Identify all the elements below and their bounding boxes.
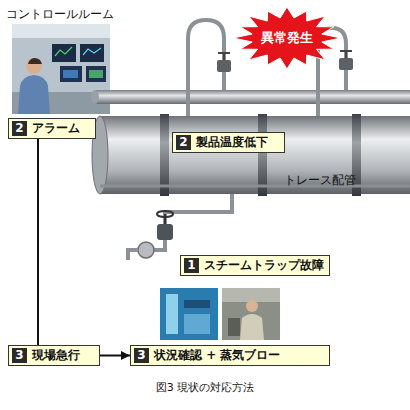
valve-stem xyxy=(345,51,347,58)
trace-tube xyxy=(165,194,232,224)
flow-connector xyxy=(37,139,39,345)
steam-trap xyxy=(138,242,154,258)
step-box: 1 スチームトラップ故障 xyxy=(180,255,330,276)
step-box: 2 アラーム xyxy=(8,118,96,139)
field-equipment xyxy=(184,300,210,308)
flow-connector xyxy=(100,355,130,357)
steam-tube xyxy=(344,70,348,90)
pipe-clamp xyxy=(258,114,267,196)
field-photo xyxy=(222,288,280,340)
operator-head xyxy=(26,58,42,74)
starburst-shape xyxy=(233,7,341,69)
valve xyxy=(339,58,353,70)
step-text: 状況確認 + 蒸気ブロー xyxy=(154,347,280,364)
ceiling xyxy=(12,24,110,38)
step-number: 3 xyxy=(134,348,149,363)
step-box: 3 現場急行 xyxy=(8,345,100,366)
product-pipe xyxy=(100,116,410,194)
field-equipment xyxy=(228,318,240,336)
step-text: スチームトラップ故障 xyxy=(204,257,324,274)
drain-tube xyxy=(128,250,138,260)
step-number: 2 xyxy=(176,135,191,150)
valve xyxy=(217,60,231,72)
field-equipment xyxy=(166,294,178,334)
trace-tube xyxy=(154,240,165,250)
steam-tube xyxy=(222,72,226,90)
screen-panel xyxy=(63,70,78,78)
operator-body xyxy=(18,75,50,114)
step-number: 3 xyxy=(12,348,27,363)
screen-trend xyxy=(83,48,101,55)
part-label: トレース配管 xyxy=(284,172,356,189)
worker-head xyxy=(246,300,258,312)
step-box: 2 製品温度低下 xyxy=(172,132,285,153)
valve-stem xyxy=(223,53,225,60)
valve-handle xyxy=(340,50,352,52)
monitor xyxy=(86,66,106,82)
figure-caption: 図3 現状の対応方法 xyxy=(0,380,410,395)
upper-pipe xyxy=(95,90,410,104)
valve-handwheel xyxy=(157,211,173,217)
step-text: 製品温度低下 xyxy=(196,134,268,151)
operator-hair xyxy=(28,58,42,64)
monitor xyxy=(52,44,76,62)
field-equipment xyxy=(184,314,210,334)
worker-body xyxy=(240,314,264,340)
step-number: 1 xyxy=(184,258,199,273)
step-box: 3 状況確認 + 蒸気ブロー xyxy=(130,345,330,366)
step-text: アラーム xyxy=(32,120,80,137)
screen-panel xyxy=(89,70,103,78)
trace-tube xyxy=(100,185,410,188)
control-room-photo xyxy=(12,24,110,114)
monitor xyxy=(60,66,82,82)
monitor xyxy=(80,44,104,62)
valve-handle xyxy=(218,52,230,54)
field-photo xyxy=(160,288,218,340)
upper-pipe-end xyxy=(91,90,99,104)
valve xyxy=(157,224,173,240)
field-background xyxy=(222,288,280,302)
part-label: コントロールルーム xyxy=(6,6,114,23)
step-number: 2 xyxy=(12,121,27,136)
pipe-clamp xyxy=(160,114,169,196)
alert-text: 異常発生 xyxy=(232,6,342,70)
valve-stem xyxy=(164,214,166,224)
step-text: 現場急行 xyxy=(32,347,80,364)
alert-starburst: 異常発生 xyxy=(232,6,342,70)
screen-trend xyxy=(55,47,72,56)
